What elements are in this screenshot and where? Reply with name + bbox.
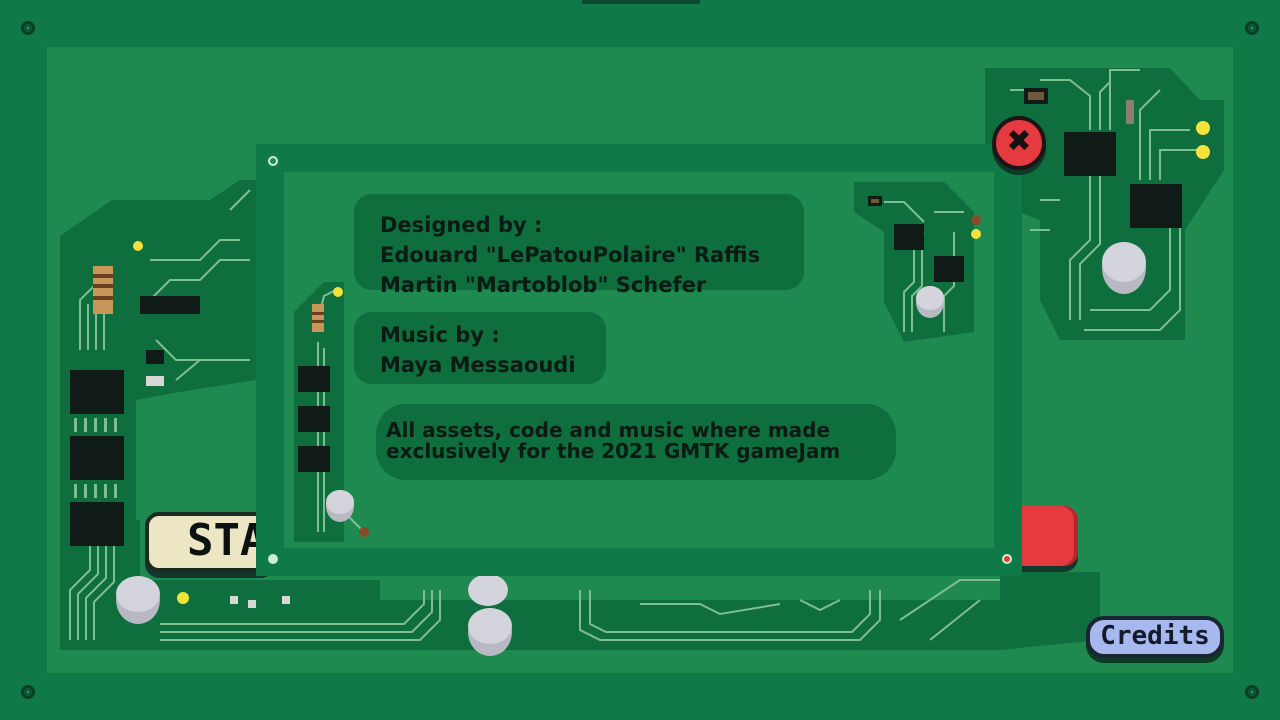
designer-name: Martin "Martoblob" Schefer	[380, 273, 707, 297]
panel-pin-icon	[268, 156, 278, 166]
credits-panel: Designed by : Edouard "LePatouPolaire" R…	[256, 144, 1022, 576]
close-x-icon: ✖	[1006, 124, 1032, 159]
red-push-button[interactable]	[1022, 506, 1078, 566]
panel-pin-icon	[268, 554, 278, 564]
panel-pin-icon	[1002, 554, 1012, 564]
close-credits-button[interactable]: ✖	[992, 116, 1046, 170]
credits-button[interactable]: Credits	[1086, 616, 1224, 658]
note-blob	[376, 404, 896, 480]
assets-note-line: exclusively for the 2021 GMTK gameJam	[386, 439, 841, 463]
designed-by-heading: Designed by :	[380, 213, 543, 237]
music-by-heading: Music by :	[380, 323, 500, 347]
musician-name: Maya Messaoudi	[380, 353, 576, 377]
designers-blob	[354, 194, 804, 290]
corner-screw-icon	[21, 685, 35, 699]
assets-note-line: All assets, code and music where made	[386, 418, 831, 442]
credits-panel-body: Designed by : Edouard "LePatouPolaire" R…	[284, 172, 994, 548]
top-slot	[582, 0, 700, 4]
corner-screw-icon	[21, 21, 35, 35]
corner-screw-icon	[1245, 21, 1259, 35]
corner-screw-icon	[1245, 685, 1259, 699]
designer-name: Edouard "LePatouPolaire" Raffis	[380, 243, 761, 267]
panel-circuit-art	[294, 182, 981, 542]
music-blob	[354, 312, 606, 384]
